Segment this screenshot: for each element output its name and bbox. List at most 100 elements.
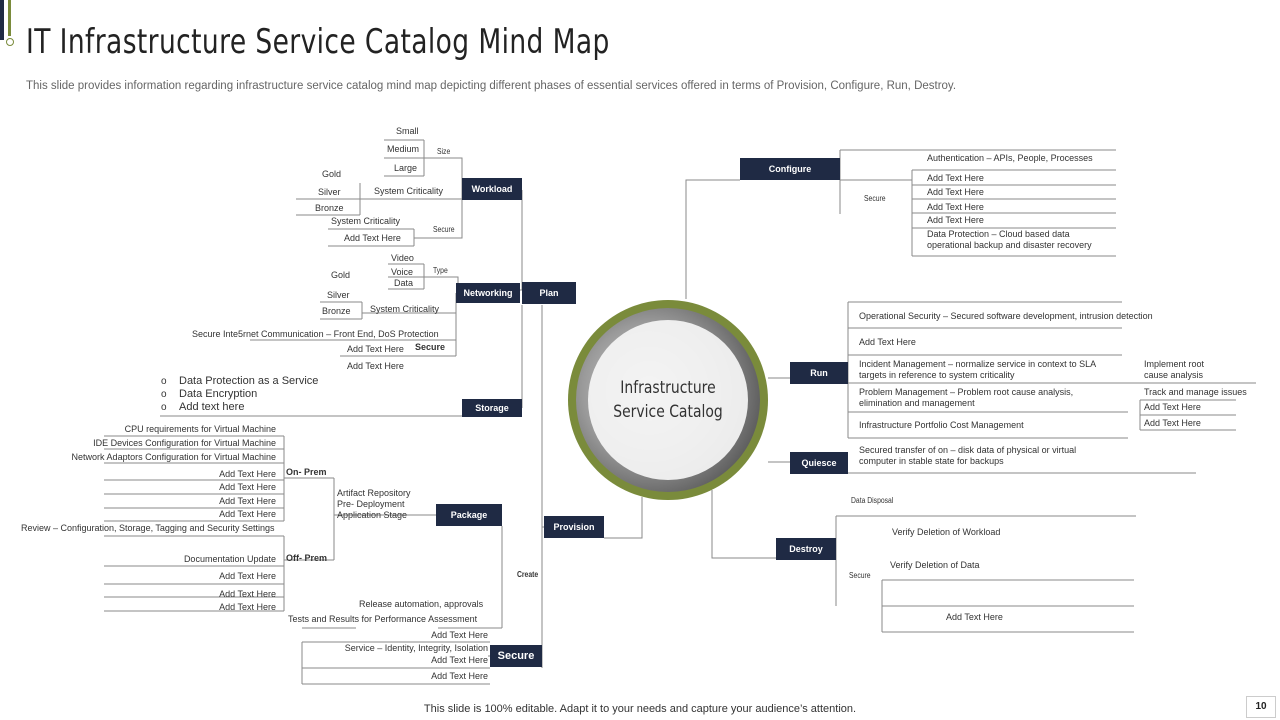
quiesce-text: Secured transfer of on – disk data of ph… <box>859 445 1077 455</box>
workload-silver: Silver <box>318 187 341 197</box>
node-configure: Configure <box>740 158 840 180</box>
label-type: Type <box>433 266 448 275</box>
node-secure: Secure <box>490 645 542 667</box>
run-track: Track and manage issues <box>1144 387 1247 397</box>
create-tests: Tests and Results for Performance Assess… <box>288 614 478 624</box>
configure-add: Add Text Here <box>927 187 984 197</box>
center-title-line1: Infrastructure <box>620 378 716 398</box>
package-offprem-item: Documentation Update <box>183 554 276 564</box>
run-rca: Implement root <box>1144 359 1205 369</box>
quiesce-text-2: computer in stable state for backups <box>859 456 1004 466</box>
workload-criticality-secure: System Criticality <box>331 216 401 226</box>
accent-bar <box>0 0 4 40</box>
workload-add-text: Add Text Here <box>344 233 401 243</box>
run-incident: Incident Management – normalize service … <box>859 359 1097 369</box>
workload-bronze: Bronze <box>315 203 344 213</box>
run-problem: Problem Management – Problem root cause … <box>859 387 1074 397</box>
label-secure-workload: Secure <box>433 225 455 234</box>
label-data-disposal: Data Disposal <box>851 496 894 505</box>
storage-item: Data Encryption <box>161 389 257 400</box>
secure-item: Service – Identity, Integrity, Isolation <box>344 643 488 653</box>
run-add-2: Add Text Here <box>1144 402 1201 412</box>
networking-add2: Add Text Here <box>347 361 404 371</box>
node-provision: Provision <box>544 516 604 538</box>
networking-bronze: Bronze <box>322 306 351 316</box>
networking-video: Video <box>391 253 414 263</box>
center-title: Infrastructure Service Catalog <box>602 376 733 424</box>
label-secure-configure: Secure <box>864 194 886 203</box>
footer-note: This slide is 100% editable. Adapt it to… <box>423 703 857 715</box>
node-storage: Storage <box>462 399 522 417</box>
workload-gold: Gold <box>322 169 342 179</box>
accent-bar-secondary <box>8 0 11 36</box>
configure-add: Add Text Here <box>927 215 984 225</box>
workload-large: Large <box>394 163 418 173</box>
package-artifact: Application Stage <box>337 510 408 520</box>
run-cost: Infrastructure Portfolio Cost Management <box>859 420 1024 430</box>
configure-protection: Data Protection – Cloud based data <box>927 229 1070 239</box>
networking-add1: Add Text Here <box>347 344 404 354</box>
package-onprem-item: CPU requirements for Virtual Machine <box>124 424 276 434</box>
secure-item: Add Text Here <box>431 671 488 681</box>
networking-data: Data <box>394 278 414 288</box>
center-inner-circle <box>588 320 748 480</box>
label-create: Create <box>517 570 539 579</box>
label-secure-destroy: Secure <box>849 571 871 580</box>
label-secure-networking: Secure <box>415 342 446 352</box>
networking-silver: Silver <box>327 290 350 300</box>
accent-dot <box>6 38 14 46</box>
networking-gold: Gold <box>331 270 351 280</box>
secure-item: Add Text Here <box>431 630 488 640</box>
run-problem-2: elimination and management <box>859 398 975 408</box>
workload-criticality: System Criticality <box>374 186 444 196</box>
destroy-add: Add Text Here <box>946 612 1003 622</box>
package-onprem-item: Network Adaptors Configuration for Virtu… <box>71 452 276 462</box>
node-workload: Workload <box>462 178 522 200</box>
run-rca-2: cause analysis <box>1144 370 1204 380</box>
workload-medium: Medium <box>387 144 420 154</box>
package-artifact: Pre- Deployment <box>337 499 405 509</box>
secure-item: Add Text Here <box>431 655 488 665</box>
run-incident-2: targets in reference to system criticali… <box>859 370 1015 380</box>
configure-protection-2: operational backup and disaster recovery <box>927 240 1092 250</box>
label-on-prem: On- Prem <box>286 467 327 477</box>
label-off-prem: Off- Prem <box>286 553 328 563</box>
package-review: Review – Configuration, Storage, Tagging… <box>21 523 275 533</box>
slide-subtitle: This slide provides information regardin… <box>26 80 957 92</box>
configure-add: Add Text Here <box>927 202 984 212</box>
package-offprem-item: Add Text Here <box>219 602 276 612</box>
configure-add: Add Text Here <box>927 173 984 183</box>
package-offprem-item: Add Text Here <box>219 571 276 581</box>
node-destroy: Destroy <box>776 538 836 560</box>
label-size: Size <box>437 147 451 156</box>
destroy-data: Verify Deletion of Data <box>890 560 980 570</box>
node-quiesce: Quiesce <box>790 452 848 474</box>
configure-auth: Authentication – APIs, People, Processes <box>927 153 1093 163</box>
node-run: Run <box>790 362 848 384</box>
center-title-line2: Service Catalog <box>613 402 723 422</box>
node-plan: Plan <box>522 282 576 304</box>
networking-criticality: System Criticality <box>370 304 440 314</box>
package-artifact: Artifact Repository <box>337 488 411 498</box>
page-number: 10 <box>1246 696 1276 718</box>
package-onprem-item: Add Text Here <box>219 482 276 492</box>
package-onprem-item: Add Text Here <box>219 509 276 519</box>
package-onprem-item: Add Text Here <box>219 469 276 479</box>
slide-title: IT Infrastructure Service Catalog Mind M… <box>26 22 610 62</box>
run-add: Add Text Here <box>859 337 916 347</box>
create-release: Release automation, approvals <box>359 599 484 609</box>
networking-comm: Secure Inte5rnet Communication – Front E… <box>192 329 439 339</box>
node-package: Package <box>436 504 502 526</box>
run-ops: Operational Security – Secured software … <box>859 311 1153 321</box>
storage-item: Data Protection as a Service <box>161 376 318 387</box>
package-onprem-item: IDE Devices Configuration for Virtual Ma… <box>93 438 276 448</box>
run-add-3: Add Text Here <box>1144 418 1201 428</box>
storage-item: Add text here <box>161 402 244 413</box>
node-networking: Networking <box>456 283 520 303</box>
workload-small: Small <box>396 126 419 136</box>
package-offprem-item: Add Text Here <box>219 589 276 599</box>
package-onprem-item: Add Text Here <box>219 496 276 506</box>
destroy-workload: Verify Deletion of Workload <box>892 527 1001 537</box>
networking-voice: Voice <box>391 267 414 277</box>
